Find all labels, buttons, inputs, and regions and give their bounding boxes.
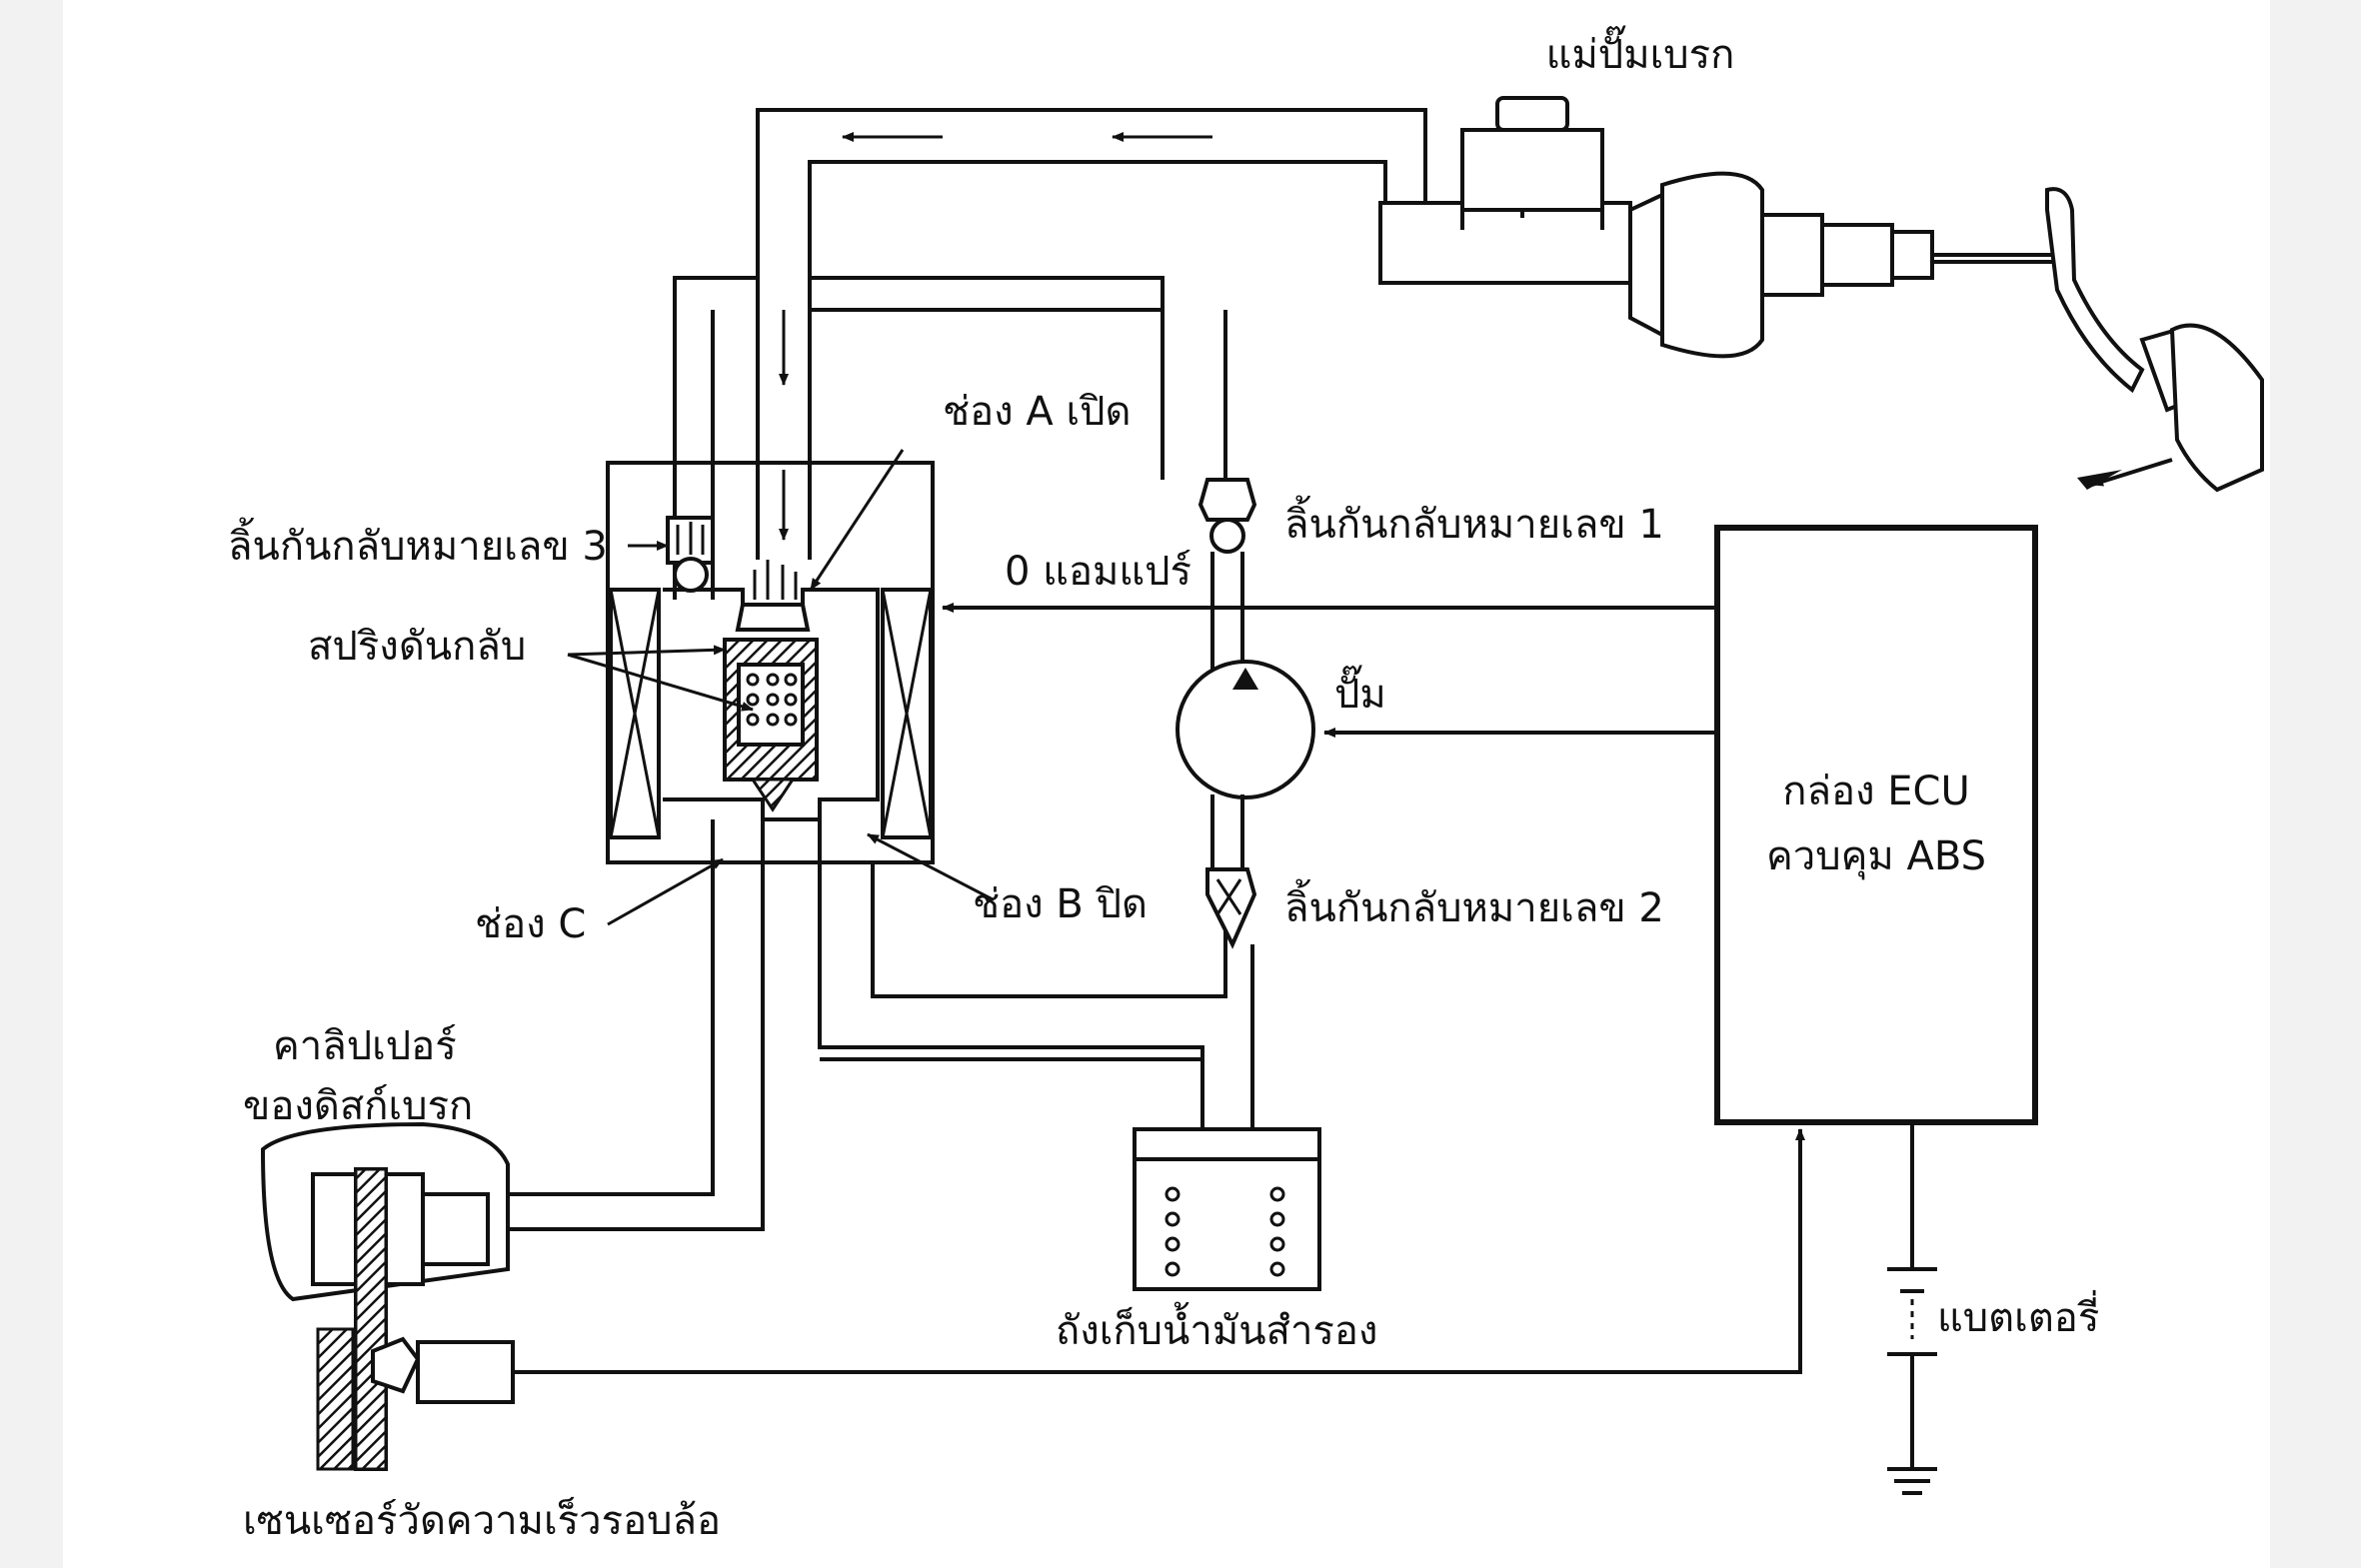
label-caliper-line2: ของดิสก์เบรก: [243, 1083, 473, 1129]
spring-coils: [746, 673, 798, 727]
wheel-speed-sensor-icon: [416, 1340, 515, 1404]
label-reservoir: ถังเก็บน้ำมันสำรอง: [1056, 1301, 1377, 1354]
master-cylinder: [1378, 96, 2264, 493]
label-port-b: ช่อง B ปิด: [973, 881, 1148, 927]
leader-lines: [567, 449, 994, 926]
label-check-valve-1: ลิ้นกันกลับหมายเลข 1: [1284, 495, 1664, 548]
label-port-a: ช่อง A เปิด: [943, 389, 1132, 435]
master-cylinder-return-pipe: [673, 108, 1427, 600]
label-pump: ปั๊ม: [1334, 665, 1386, 718]
pump-icon: [1176, 660, 1315, 799]
disc-brake-caliper: [260, 1121, 515, 1471]
label-master-cylinder: แม่ปั๊มเบรก: [1546, 25, 1735, 78]
reservoir-tank: [1133, 1127, 1321, 1291]
label-wheel-speed-sensor: เซนเซอร์วัดความเร็วรอบล้อ: [243, 1496, 721, 1544]
label-caliper-line1: คาลิปเปอร์: [273, 1023, 457, 1069]
abs-hydraulic-diagram: แม่ปั๊มเบรก ช่อง A เปิด ลิ้นกันกลับหมายเ…: [228, 25, 2264, 1544]
label-ecu-line1: กล่อง ECU: [1782, 769, 1969, 814]
label-check-valve-2: ลิ้นกันกลับหมายเลข 2: [1284, 878, 1664, 931]
label-current: 0 แอมแปร์: [1005, 549, 1191, 595]
diagram-sheet: แม่ปั๊มเบรก ช่อง A เปิด ลิ้นกันกลับหมายเ…: [63, 0, 2270, 1568]
label-battery: แบตเตอรี่: [1937, 1290, 2099, 1341]
label-return-spring: สปริงดันกลับ: [308, 624, 526, 670]
label-port-c: ช่อง C: [475, 901, 586, 947]
pump-assembly: [1176, 310, 1315, 1129]
label-ecu-line2: ควบคุม ABS: [1766, 833, 1986, 880]
ecu-box: [513, 525, 2038, 1495]
label-check-valve-3: ลิ้นกันกลับหมายเลข 3: [228, 517, 608, 570]
